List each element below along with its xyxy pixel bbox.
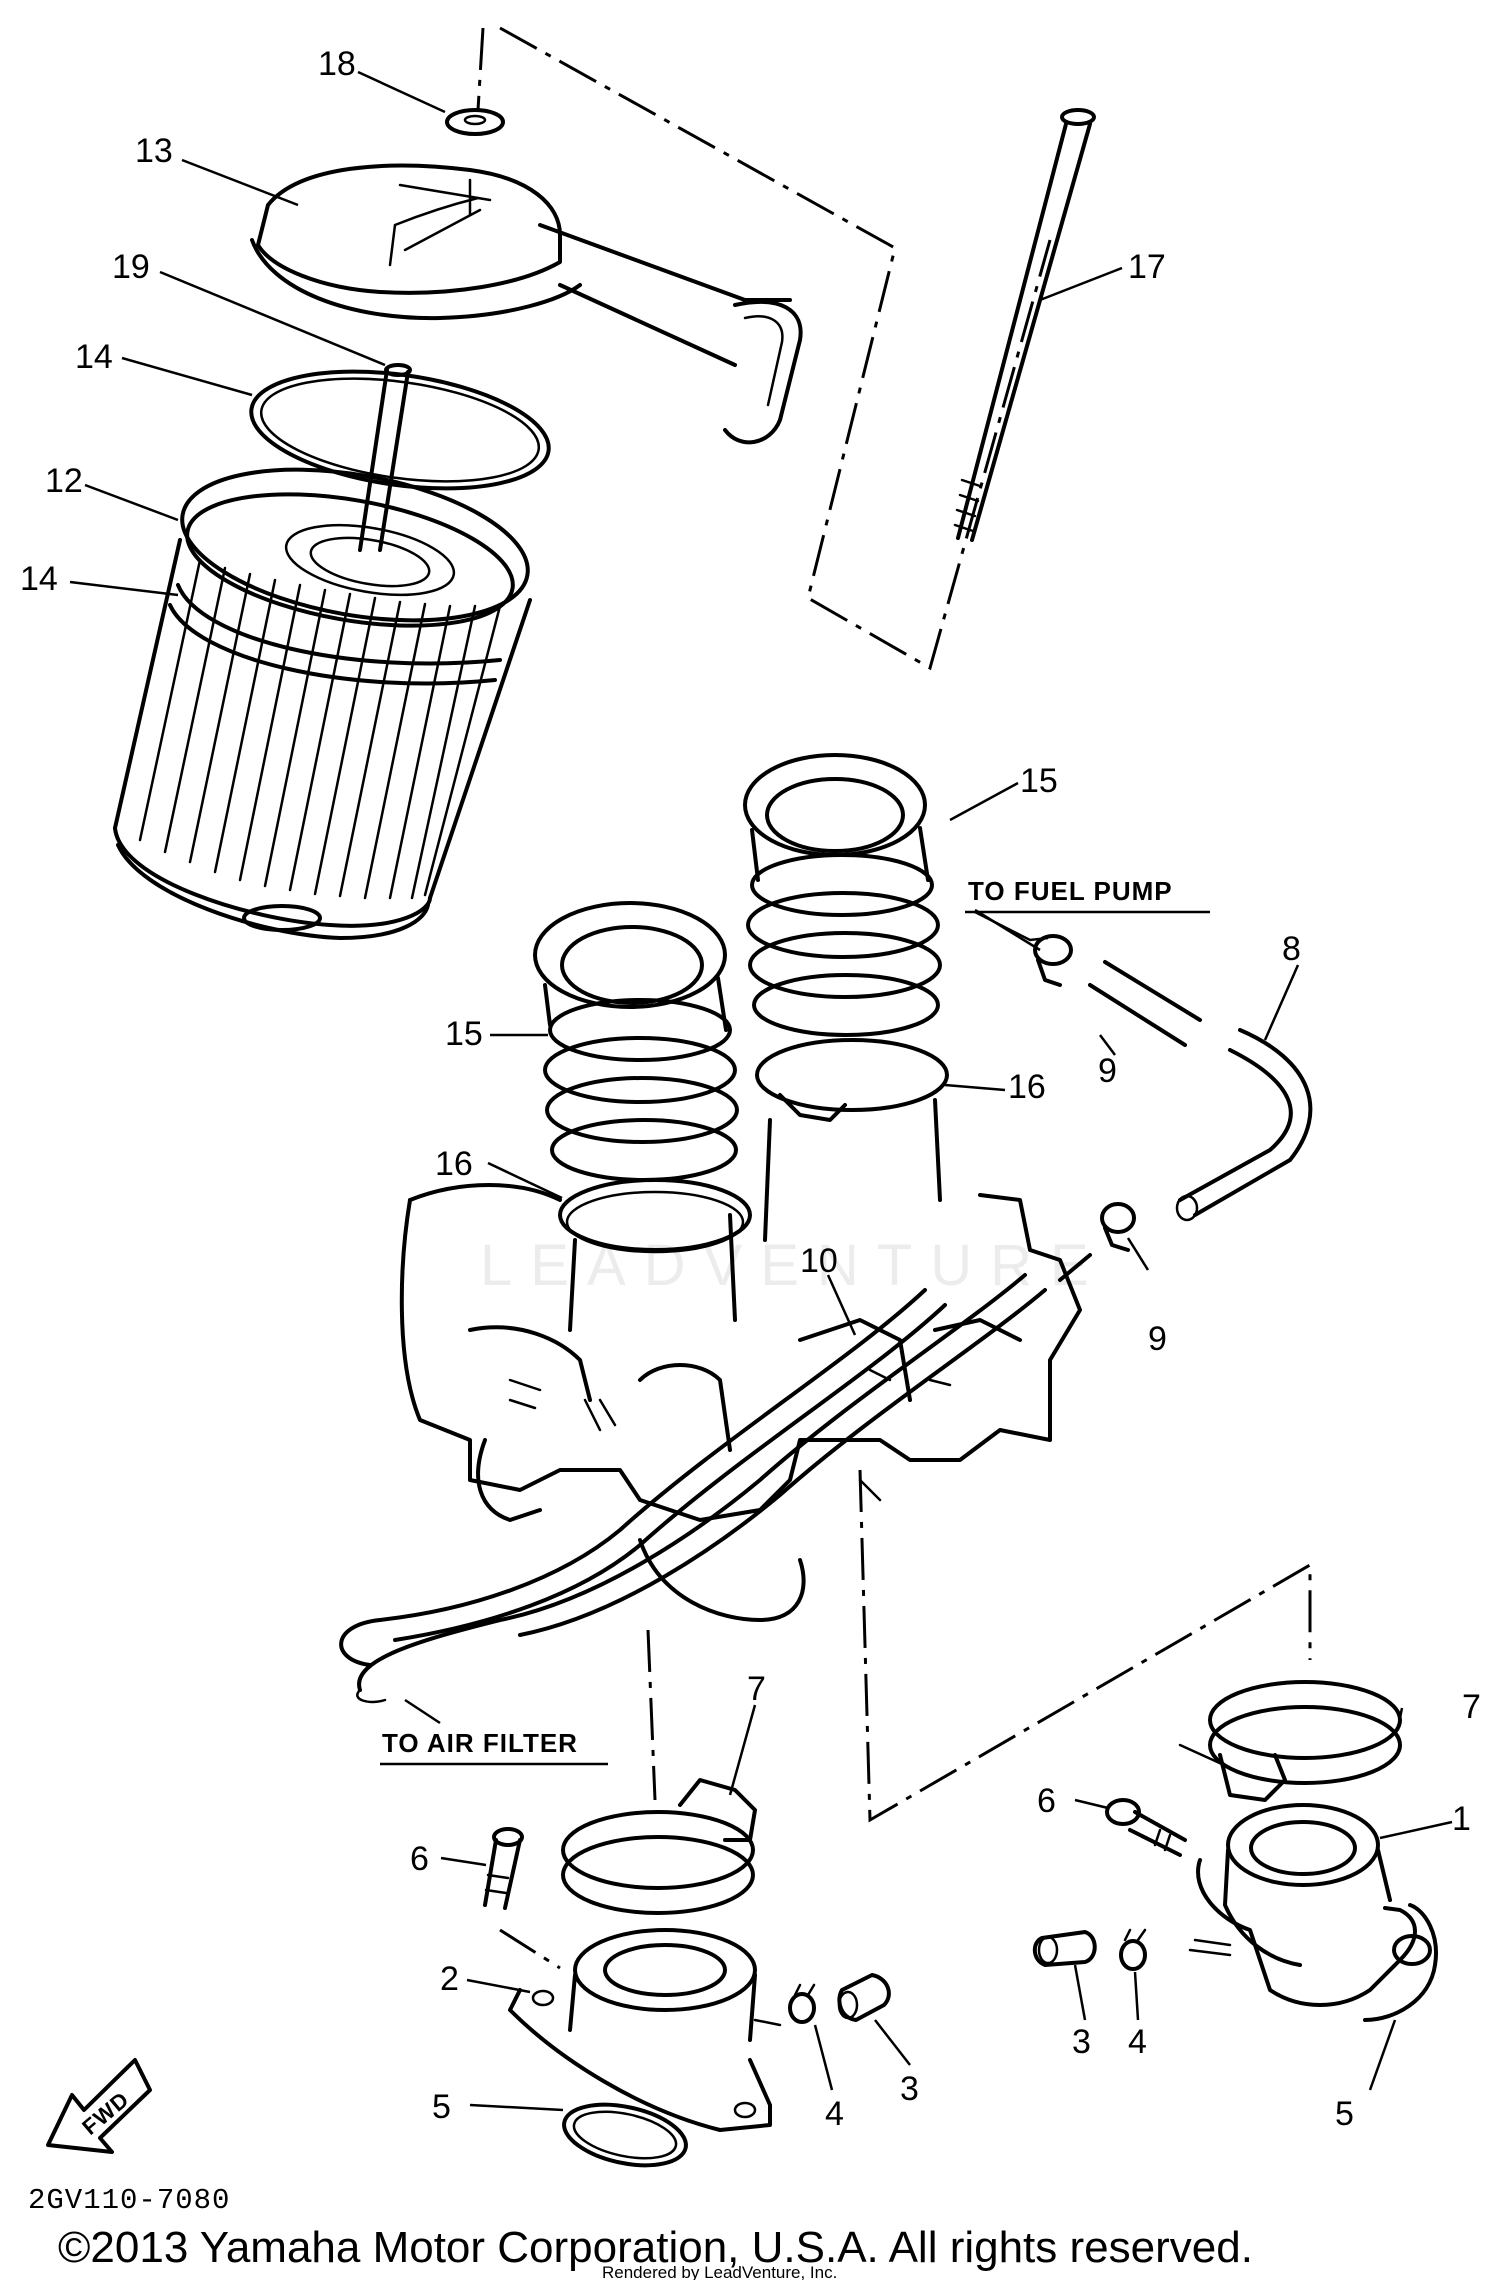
callout-9-top: 9	[1098, 1052, 1117, 1090]
callout-14-bottom: 14	[20, 560, 58, 598]
callout-6-left: 6	[410, 1840, 429, 1878]
rendered-by-credit: Rendered by LeadVenture, Inc.	[602, 2263, 837, 2280]
callout-7-right: 7	[1462, 1688, 1481, 1726]
callout-6-right: 6	[1037, 1782, 1056, 1820]
vent-hoses-10	[339, 1273, 1047, 1704]
air-filter-cap-13	[250, 163, 803, 445]
callout-16-right: 16	[1008, 1068, 1046, 1106]
band-16-right	[755, 1038, 949, 1122]
cap-3-left	[837, 1973, 891, 2022]
clip-4-right	[1119, 1928, 1147, 1971]
note-to-air-filter: TO AIR FILTER	[380, 1728, 608, 1766]
callout-5-left: 5	[432, 2088, 451, 2126]
note-to-air-filter-text: TO AIR FILTER	[382, 1728, 578, 1758]
callout-5-right: 5	[1335, 2095, 1354, 2133]
clip-4-left	[788, 1983, 816, 2024]
assembly-lines	[476, 26, 1312, 1970]
band-16-left	[558, 1178, 752, 1254]
band-clamp-7-right	[1178, 1680, 1402, 1802]
fuel-hose-8	[1058, 960, 1313, 1282]
clip-9-bottom	[1100, 1202, 1136, 1252]
note-to-fuel-pump-text: TO FUEL PUMP	[968, 876, 1173, 906]
callout-18: 18	[318, 45, 356, 83]
copyright-notice: ©2013 Yamaha Motor Corporation, U.S.A. A…	[58, 2223, 1253, 2272]
callout-13: 13	[135, 132, 173, 170]
callout-15-right: 15	[1020, 762, 1058, 800]
funnel-15-right	[743, 753, 942, 1037]
carb-joint-2	[508, 1928, 782, 2132]
callout-3-left: 3	[900, 2070, 919, 2108]
band-clamp-7-left	[561, 1778, 757, 1915]
cap-3-right	[1032, 1930, 1097, 1967]
callout-14-top: 14	[75, 338, 113, 376]
callout-8: 8	[1282, 930, 1301, 968]
gasket-5-left	[562, 2102, 688, 2168]
callout-17: 17	[1128, 248, 1166, 286]
clip-9-top	[1033, 934, 1073, 987]
screw-6-right	[1105, 1798, 1187, 1857]
callout-4-left: 4	[825, 2095, 844, 2133]
callout-10: 10	[800, 1242, 838, 1280]
fwd-arrow-icon: FWD	[46, 2058, 152, 2154]
carburetor-assembly	[399, 1098, 1082, 1622]
stay-rod-19	[358, 363, 412, 552]
gasket-5-right	[1363, 1903, 1438, 2022]
diagram-code: 2GV110-7080	[28, 2184, 230, 2217]
callout-3-right: 3	[1072, 2023, 1091, 2061]
callout-4-right: 4	[1128, 2023, 1147, 2061]
callout-12: 12	[45, 462, 83, 500]
callout-1: 1	[1452, 1800, 1471, 1838]
leader-lines	[69, 70, 1453, 2112]
seal-18	[445, 108, 505, 136]
callout-16-left: 16	[435, 1145, 473, 1183]
carb-joint-1	[1188, 1803, 1432, 2007]
watermark: LEADVENTURE	[480, 1233, 1107, 1298]
callout-7-left: 7	[747, 1670, 766, 1708]
callout-numbers: 1 2 3 3 4 4 5 5 6 6 7 7 8 9 9 10 12 13 1…	[20, 45, 1481, 2133]
note-to-fuel-pump: TO FUEL PUMP	[965, 876, 1210, 914]
air-filter-element-12	[113, 467, 532, 940]
callout-9-bottom: 9	[1148, 1320, 1167, 1358]
long-bolt-17	[953, 108, 1096, 542]
o-ring-14-top	[249, 369, 551, 491]
screw-6-left	[483, 1827, 524, 1910]
callout-2: 2	[440, 1960, 459, 1998]
funnel-15-left	[533, 901, 739, 1182]
callout-19: 19	[112, 248, 150, 286]
callout-15-left: 15	[445, 1015, 483, 1053]
